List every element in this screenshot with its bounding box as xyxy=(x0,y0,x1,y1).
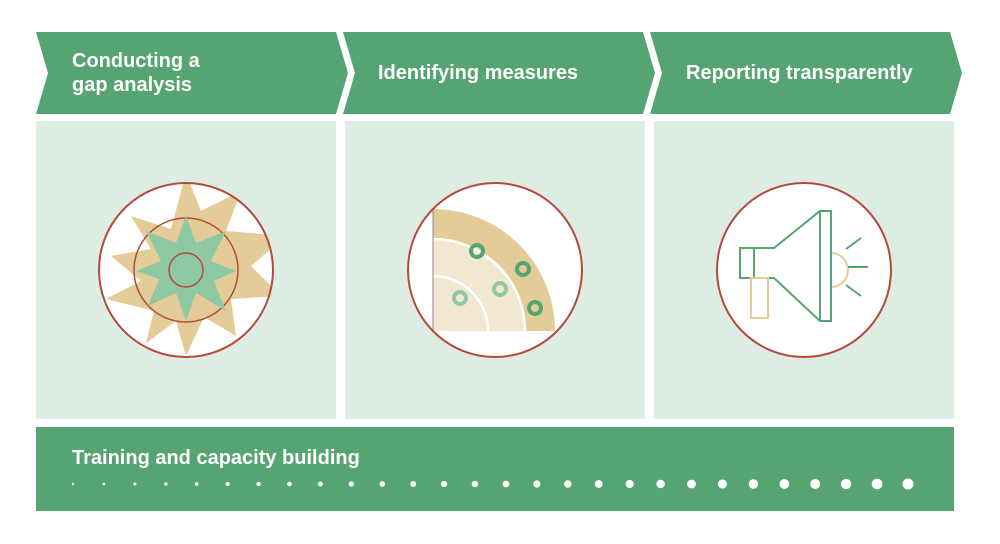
progress-dot xyxy=(287,481,292,487)
megaphone-icon xyxy=(716,182,892,358)
progress-dot xyxy=(656,479,665,489)
progress-dot xyxy=(840,478,852,490)
progress-dot xyxy=(810,478,821,490)
chevron-banner xyxy=(36,32,348,114)
radar-chart-icon xyxy=(98,182,274,358)
progress-dot xyxy=(625,479,634,489)
progress-dot xyxy=(102,482,106,486)
step-label: Conducting a gap analysis xyxy=(72,50,200,96)
progress-dot xyxy=(71,482,75,486)
measure-dot xyxy=(527,300,543,316)
progress-dot xyxy=(194,482,199,486)
progress-dot xyxy=(133,482,137,486)
progress-dot xyxy=(471,480,479,488)
progress-dots xyxy=(71,478,914,490)
progress-dot xyxy=(225,482,230,486)
panel-identifying-measures xyxy=(345,121,645,419)
progress-dot xyxy=(317,481,323,487)
measure-dot xyxy=(492,281,508,297)
progress-dot xyxy=(779,479,790,489)
progress-dot xyxy=(410,481,417,487)
progress-dot xyxy=(348,481,354,487)
progress-dot xyxy=(871,478,883,490)
progress-dot xyxy=(594,480,603,488)
quarter-circle-plot-icon xyxy=(407,182,583,358)
progress-dot xyxy=(533,480,541,488)
progress-dot xyxy=(502,480,510,488)
step-label: Reporting transparently xyxy=(686,62,913,84)
chevron-banner xyxy=(343,32,655,114)
measure-dot xyxy=(452,290,468,306)
progress-dot xyxy=(687,479,696,489)
progress-dot xyxy=(256,481,261,487)
panel-reporting xyxy=(654,121,954,419)
progress-dot xyxy=(748,479,759,489)
measure-dot xyxy=(515,261,531,277)
bottom-title: Training and capacity building xyxy=(72,447,360,469)
progress-dot xyxy=(440,480,448,488)
progress-dot xyxy=(379,481,386,487)
training-capacity-bar: Training and capacity building xyxy=(36,427,954,511)
step-reporting-transparently: Reporting transparently xyxy=(650,32,962,114)
step-conducting-gap-analysis: Conducting a gap analysis xyxy=(36,32,348,114)
panel-gap-analysis xyxy=(36,121,336,419)
progress-dot xyxy=(717,479,727,489)
step-identifying-measures: Identifying measures xyxy=(343,32,655,114)
progress-dot xyxy=(902,478,914,490)
progress-dot xyxy=(564,480,572,488)
measure-dot xyxy=(469,243,485,259)
chevron-banner xyxy=(650,32,962,114)
step-label: Identifying measures xyxy=(378,62,579,84)
progress-dot xyxy=(164,482,168,486)
